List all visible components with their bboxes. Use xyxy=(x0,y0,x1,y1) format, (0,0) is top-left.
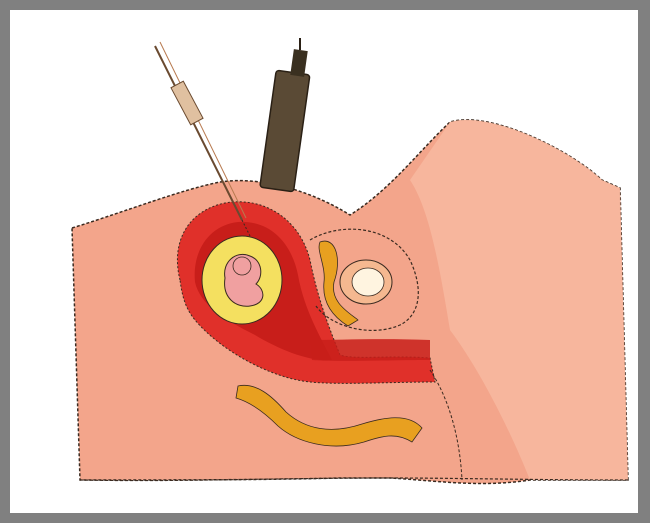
diagram-canvas xyxy=(10,10,638,513)
laparoscope-icon xyxy=(260,38,310,192)
fetus-head xyxy=(233,257,251,275)
cervix xyxy=(310,339,430,361)
bladder-inner xyxy=(352,268,384,296)
anatomy-diagram xyxy=(10,10,638,513)
